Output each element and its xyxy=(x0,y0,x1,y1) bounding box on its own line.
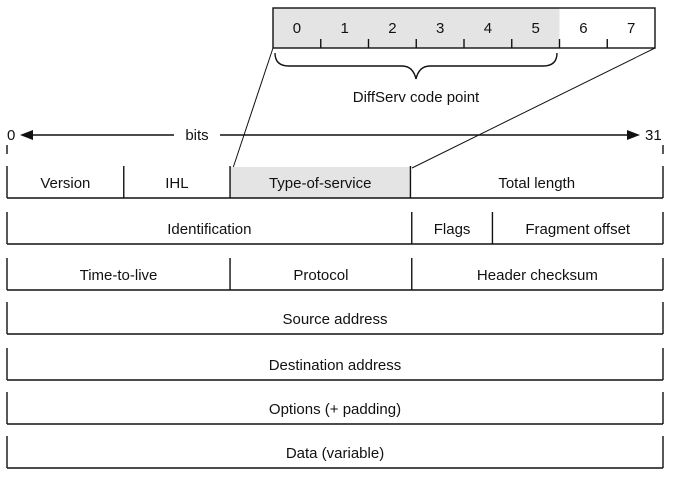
connector-left xyxy=(232,47,274,169)
diffserv-label: DiffServ code point xyxy=(353,89,480,106)
bit-label-0: 0 xyxy=(293,20,301,37)
field-label: Version xyxy=(40,175,90,192)
bit-label-5: 5 xyxy=(531,20,539,37)
bits-end-label: 31 xyxy=(645,127,662,144)
header-row: Source address xyxy=(6,302,664,335)
bit-label-6: 6 xyxy=(579,20,587,37)
header-row: Version IHL Type-of-service Total length xyxy=(6,166,664,199)
field-highlight xyxy=(230,167,411,198)
bit-label-2: 2 xyxy=(388,20,396,37)
field-label: Total length xyxy=(498,175,575,192)
field-label: Options (+ padding) xyxy=(269,401,401,418)
diffserv-brace xyxy=(274,52,558,80)
bit-labels: 0 1 2 3 4 5 6 7 xyxy=(293,20,636,37)
bit-label-7: 7 xyxy=(627,20,635,37)
field-label: Destination address xyxy=(269,357,402,374)
field-label: Source address xyxy=(282,311,387,328)
bits-label: bits xyxy=(185,127,208,144)
header-row: Options (+ padding) xyxy=(6,392,664,425)
bits-start-label: 0 xyxy=(7,127,15,144)
arrowhead-left-icon xyxy=(20,130,33,140)
bits-arrow: 0 bits 31 xyxy=(6,127,664,154)
field-label: Identification xyxy=(167,221,251,238)
header-row: Time-to-live Protocol Header checksum xyxy=(6,258,664,291)
header-row: Data (variable) xyxy=(6,436,664,469)
bit-ticks xyxy=(320,39,608,48)
bit-box: 0 1 2 3 4 5 6 7 xyxy=(272,7,656,49)
bit-label-4: 4 xyxy=(484,20,492,37)
field-label: Fragment offset xyxy=(525,221,631,238)
bit-label-1: 1 xyxy=(340,20,348,37)
field-label: IHL xyxy=(165,175,188,192)
field-label: Type-of-service xyxy=(269,175,372,192)
header-rows: Version IHL Type-of-service Total lengthIde… xyxy=(6,166,664,469)
field-label: Header checksum xyxy=(477,267,598,284)
header-row: Identification Flags Fragment offset xyxy=(6,212,664,245)
field-label: Protocol xyxy=(293,267,348,284)
field-label: Data (variable) xyxy=(286,445,384,462)
field-label: Flags xyxy=(434,221,471,238)
connector-right xyxy=(411,47,656,169)
bit-label-3: 3 xyxy=(436,20,444,37)
field-label: Time-to-live xyxy=(80,267,158,284)
header-row: Destination address xyxy=(6,348,664,381)
arrowhead-right-icon xyxy=(627,130,640,140)
